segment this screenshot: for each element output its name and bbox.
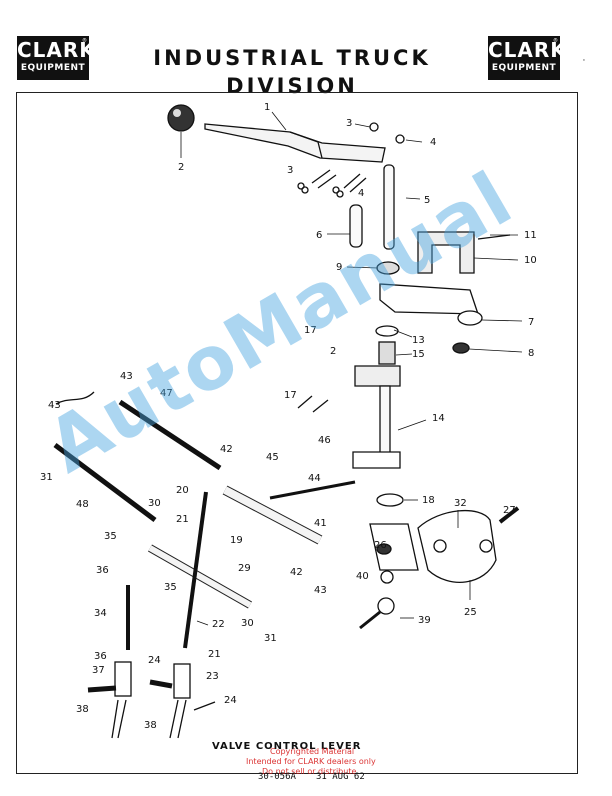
bracket-part <box>417 231 475 274</box>
callout-21: 21 <box>208 649 221 660</box>
logo-sub-text: EQUIPMENT <box>20 63 86 73</box>
callout-7: 7 <box>528 317 534 328</box>
callout-22: 22 <box>212 619 225 630</box>
callout-4: 4 <box>358 188 364 199</box>
callout-13: 13 <box>412 335 425 346</box>
knob-part <box>167 104 195 132</box>
document-number: 30-056A <box>258 772 296 782</box>
callout-3: 3 <box>287 165 293 176</box>
callout-9: 9 <box>336 262 342 273</box>
clamp-part <box>417 509 497 583</box>
callout-24: 24 <box>224 695 237 706</box>
logo-sub-text: EQUIPMENT <box>491 63 557 73</box>
registered-mark: ® <box>82 38 87 44</box>
callout-40: 40 <box>356 571 369 582</box>
callout-38: 38 <box>76 704 89 715</box>
part-drawings <box>53 104 520 739</box>
callout-5: 5 <box>424 195 430 206</box>
callout-26: 26 <box>374 540 387 551</box>
callout-24: 24 <box>148 655 161 666</box>
callout-17: 17 <box>284 390 297 401</box>
callout-35: 35 <box>164 582 177 593</box>
callout-1: 1 <box>264 102 270 113</box>
lever-part <box>204 123 386 163</box>
diagram-frame <box>16 92 578 774</box>
callout-43: 43 <box>48 400 61 411</box>
diagram-caption: VALVE CONTROL LEVER <box>212 741 362 752</box>
clark-logo-right: CLARK EQUIPMENT ® <box>488 36 567 80</box>
callout-34: 34 <box>94 608 107 619</box>
callout-25: 25 <box>464 607 477 618</box>
callout-6: 6 <box>316 230 322 241</box>
logo-brand-text: CLARK <box>488 38 567 62</box>
callout-35: 35 <box>104 531 117 542</box>
callout-3: 3 <box>346 118 352 129</box>
housing-part <box>379 283 479 315</box>
callout-31: 31 <box>264 633 277 644</box>
callout-42: 42 <box>220 444 233 455</box>
callout-29: 29 <box>238 563 251 574</box>
callout-labels: 1234345691110781721315141746184347433142… <box>40 102 537 731</box>
callout-43: 43 <box>120 371 133 382</box>
callout-31: 31 <box>40 472 53 483</box>
shaft-block-part <box>354 365 401 387</box>
callout-18: 18 <box>422 495 435 506</box>
callout-30: 30 <box>148 498 161 509</box>
callout-44: 44 <box>308 473 321 484</box>
callout-42: 42 <box>290 567 303 578</box>
logo-brand-text: CLARK <box>17 38 96 62</box>
copyright-stamp-line-2: Intended for CLARK dealers only <box>246 757 376 766</box>
callout-36: 36 <box>94 651 107 662</box>
margin-mark: ' <box>583 58 585 66</box>
callout-37: 37 <box>92 665 105 676</box>
callout-11: 11 <box>524 230 537 241</box>
callout-10: 10 <box>524 255 537 266</box>
callout-4: 4 <box>430 137 436 148</box>
copyright-stamp-line-3: Do not sell or distribute <box>262 767 357 776</box>
callout-45: 45 <box>266 452 279 463</box>
callout-47: 47 <box>160 388 173 399</box>
callout-32: 32 <box>454 498 467 509</box>
document-date: 31 AUG 62 <box>316 772 365 782</box>
callout-17: 17 <box>304 325 317 336</box>
clark-logo-left: CLARK EQUIPMENT ® <box>17 36 96 80</box>
callout-15: 15 <box>412 349 425 360</box>
callout-2: 2 <box>330 346 336 357</box>
callout-20: 20 <box>176 485 189 496</box>
callout-48: 48 <box>76 499 89 510</box>
callout-38: 38 <box>144 720 157 731</box>
registered-mark: ® <box>553 38 558 44</box>
callout-21: 21 <box>176 514 189 525</box>
callout-8: 8 <box>528 348 534 359</box>
callout-27: 27 <box>503 505 516 516</box>
callout-19: 19 <box>230 535 243 546</box>
callout-39: 39 <box>418 615 431 626</box>
copyright-stamp-line-1: Copyrighted Material <box>270 747 355 756</box>
page-title: INDUSTRIAL TRUCK DIVISION <box>153 46 431 98</box>
callout-36: 36 <box>96 565 109 576</box>
callout-46: 46 <box>318 435 331 446</box>
callout-41: 41 <box>314 518 327 529</box>
callout-2: 2 <box>178 162 184 173</box>
leader-lines <box>180 111 523 626</box>
callout-14: 14 <box>432 413 445 424</box>
callout-43: 43 <box>314 585 327 596</box>
callout-23: 23 <box>206 671 219 682</box>
callout-30: 30 <box>241 618 254 629</box>
